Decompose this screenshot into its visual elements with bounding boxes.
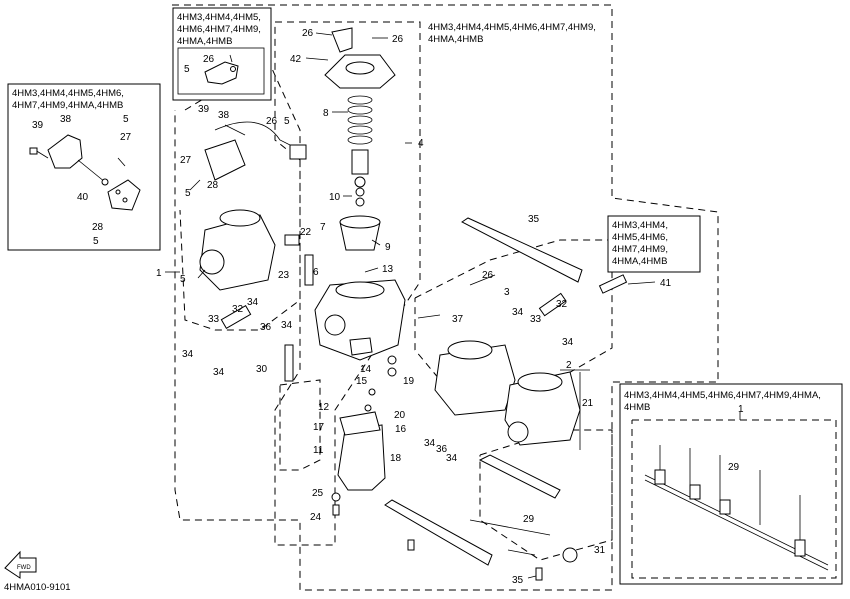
callout-15: 15 — [356, 376, 368, 387]
model-box-top-small-line1: 4HM3,4HM4,4HM5, — [177, 12, 261, 23]
leader-lines — [165, 32, 656, 579]
model-box-bottom-right-line2: 4HMB — [624, 402, 650, 413]
callout-12: 12 — [318, 402, 330, 413]
model-box-left-line1: 4HM3,4HM4,4HM5,4HM6, — [12, 88, 124, 99]
callout-5: 5 — [184, 64, 190, 75]
callout-26: 26 — [482, 270, 494, 281]
model-box-top-small-line2: 4HM6,4HM7,4HM9, — [177, 24, 261, 35]
callout-33: 33 — [530, 314, 542, 325]
callout-29: 29 — [728, 462, 740, 473]
callout-16: 16 — [395, 424, 407, 435]
callout-1: 1 — [738, 404, 744, 415]
callout-23: 23 — [278, 270, 290, 281]
callout-34: 34 — [512, 307, 524, 318]
callout-5: 5 — [93, 236, 99, 247]
diagram-code: 4HMA010-9101 — [4, 582, 71, 593]
callout-27: 27 — [180, 155, 192, 166]
model-box-right-line2: 4HM5,4HM6, — [612, 232, 668, 243]
callout-28: 28 — [92, 222, 104, 233]
callout-24: 24 — [310, 512, 322, 523]
fwd-label: FWD — [17, 565, 31, 571]
callout-41: 41 — [660, 278, 672, 289]
model-box-top-small-line3: 4HMA,4HMB — [177, 36, 232, 47]
callout-42: 42 — [290, 54, 302, 65]
callout-28: 28 — [207, 180, 219, 191]
callout-37: 37 — [452, 314, 464, 325]
callout-38: 38 — [218, 110, 230, 121]
callouts: 26 26 42 8 4 10 7 9 22 6 13 23 26 3 35 4… — [156, 28, 672, 586]
callout-21: 21 — [582, 398, 594, 409]
callout-34: 34 — [424, 438, 436, 449]
callout-13: 13 — [382, 264, 394, 275]
callout-39: 39 — [32, 120, 44, 131]
callout-8: 8 — [323, 108, 329, 119]
callout-32: 32 — [556, 299, 568, 310]
callout-34: 34 — [182, 349, 194, 360]
callout-36: 36 — [436, 444, 448, 455]
callout-34: 34 — [213, 367, 225, 378]
callout-31: 31 — [594, 545, 606, 556]
model-box-right-line3: 4HM7,4HM9, — [612, 244, 668, 255]
callout-18: 18 — [390, 453, 402, 464]
callout-22: 22 — [300, 227, 312, 238]
callout-5: 5 — [284, 116, 290, 127]
callout-5: 5 — [185, 188, 191, 199]
model-note-top-wide-line2: 4HMA,4HMB — [428, 34, 483, 45]
callout-34: 34 — [446, 453, 458, 464]
callout-34: 34 — [281, 320, 293, 331]
callout-33: 33 — [208, 314, 220, 325]
callout-5: 5 — [123, 114, 129, 125]
callout-17: 17 — [313, 422, 325, 433]
callout-34: 34 — [562, 337, 574, 348]
callout-29: 29 — [523, 514, 535, 525]
callout-36: 36 — [260, 322, 272, 333]
callout-10: 10 — [329, 192, 341, 203]
model-box-right-line4: 4HMA,4HMB — [612, 256, 667, 267]
callout-9: 9 — [385, 242, 391, 253]
model-box-top-small: 4HM3,4HM4,4HM5, 4HM6,4HM7,4HM9, 4HMA,4HM… — [172, 7, 272, 101]
callout-14: 14 — [360, 364, 372, 375]
callout-5: 5 — [180, 274, 186, 285]
callout-39: 39 — [198, 104, 210, 115]
model-note-top-wide-line1: 4HM3,4HM4,4HM5,4HM6,4HM7,4HM9, — [428, 22, 596, 33]
callout-6: 6 — [313, 267, 319, 278]
model-box-left-line2: 4HM7,4HM9,4HMA,4HMB — [12, 100, 123, 111]
callout-35: 35 — [512, 575, 524, 586]
callout-27: 27 — [120, 132, 132, 143]
callout-11: 11 — [313, 445, 324, 456]
fwd-arrow-icon: FWD — [4, 550, 37, 579]
callout-34: 34 — [247, 297, 259, 308]
callout-26: 26 — [392, 34, 404, 45]
callout-20: 20 — [394, 410, 406, 421]
callout-26: 26 — [203, 54, 215, 65]
model-box-left: 4HM3,4HM4,4HM5,4HM6, 4HM7,4HM9,4HMA,4HMB… — [7, 83, 161, 251]
model-box-right: 4HM3,4HM4, 4HM5,4HM6, 4HM7,4HM9, 4HMA,4H… — [607, 215, 701, 273]
callout-40: 40 — [77, 192, 89, 203]
callout-3: 3 — [504, 287, 510, 298]
model-box-bottom-right: 4HM3,4HM4,4HM5,4HM6,4HM7,4HM9,4HMA, 4HMB… — [619, 383, 843, 585]
callout-32: 32 — [232, 304, 244, 315]
model-box-bottom-right-line1: 4HM3,4HM4,4HM5,4HM6,4HM7,4HM9,4HMA, — [624, 390, 821, 401]
callout-30: 30 — [256, 364, 268, 375]
callout-7: 7 — [320, 222, 326, 233]
callout-4: 4 — [418, 138, 424, 149]
carburetor-assembly — [199, 27, 628, 581]
callout-26: 26 — [302, 28, 314, 39]
callout-38: 38 — [60, 114, 72, 125]
model-box-right-line1: 4HM3,4HM4, — [612, 220, 668, 231]
callout-19: 19 — [403, 376, 415, 387]
callout-26: 26 — [266, 116, 278, 127]
callout-25: 25 — [312, 488, 324, 499]
callout-2: 2 — [566, 360, 572, 371]
callout-1: 1 — [156, 268, 162, 279]
callout-35: 35 — [528, 214, 540, 225]
